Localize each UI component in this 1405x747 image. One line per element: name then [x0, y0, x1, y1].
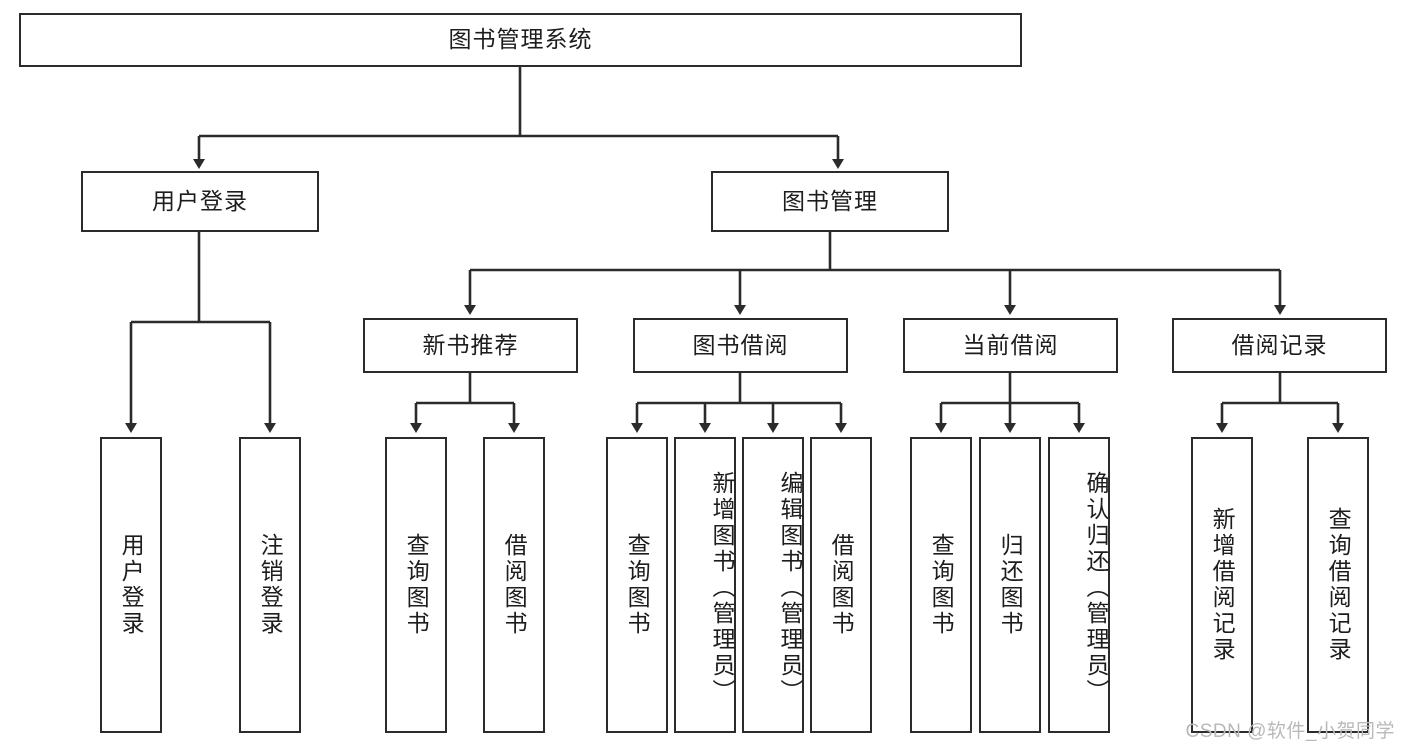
node-book-borrow[interactable]: 图书借阅 [633, 318, 848, 373]
node-current-borrow[interactable]: 当前借阅 [903, 318, 1118, 373]
node-new-book-recommend-label: 新书推荐 [422, 331, 519, 358]
node-current-borrow-label: 当前借阅 [962, 331, 1059, 358]
node-leaf-user-login-label: 用户登录 [118, 533, 145, 637]
node-leaf-borrow-book-2[interactable]: 借阅图书 [810, 437, 872, 733]
node-book-borrow-label: 图书借阅 [692, 331, 789, 358]
node-root-system[interactable]: 图书管理系统 [19, 13, 1022, 67]
node-leaf-query-book-2[interactable]: 查询图书 [606, 437, 668, 733]
node-book-manage[interactable]: 图书管理 [711, 171, 949, 232]
node-book-manage-label: 图书管理 [782, 187, 878, 214]
node-leaf-query-book-3-label: 查询图书 [928, 533, 955, 637]
node-leaf-edit-book-label: 编辑图书（管理员） [777, 471, 803, 705]
node-leaf-add-book-label: 新增图书（管理员） [709, 471, 735, 705]
node-leaf-confirm-return[interactable]: 确认归还（管理员） [1048, 437, 1110, 733]
node-leaf-add-record-label: 新增借阅记录 [1209, 507, 1236, 663]
node-user-login-label: 用户登录 [152, 187, 248, 214]
node-leaf-query-book-1[interactable]: 查询图书 [385, 437, 447, 733]
node-leaf-add-record[interactable]: 新增借阅记录 [1191, 437, 1253, 733]
node-leaf-query-book-1-label: 查询图书 [403, 533, 430, 637]
node-leaf-query-record-label: 查询借阅记录 [1325, 507, 1352, 663]
node-borrow-record-label: 借阅记录 [1231, 331, 1328, 358]
node-leaf-logout-login-label: 注销登录 [257, 533, 284, 637]
node-leaf-add-book[interactable]: 新增图书（管理员） [674, 437, 736, 733]
node-root-system-label: 图书管理系统 [448, 26, 593, 53]
node-leaf-borrow-book-2-label: 借阅图书 [828, 533, 855, 637]
node-leaf-query-record[interactable]: 查询借阅记录 [1307, 437, 1369, 733]
node-user-login[interactable]: 用户登录 [81, 171, 319, 232]
node-leaf-return-book[interactable]: 归还图书 [979, 437, 1041, 733]
node-leaf-edit-book[interactable]: 编辑图书（管理员） [742, 437, 804, 733]
node-leaf-borrow-book-1-label: 借阅图书 [501, 533, 528, 637]
node-leaf-user-login[interactable]: 用户登录 [100, 437, 162, 733]
node-leaf-query-book-2-label: 查询图书 [624, 533, 651, 637]
node-new-book-recommend[interactable]: 新书推荐 [363, 318, 578, 373]
node-borrow-record[interactable]: 借阅记录 [1172, 318, 1387, 373]
node-leaf-return-book-label: 归还图书 [997, 533, 1024, 637]
node-leaf-borrow-book-1[interactable]: 借阅图书 [483, 437, 545, 733]
node-leaf-logout-login[interactable]: 注销登录 [239, 437, 301, 733]
node-leaf-query-book-3[interactable]: 查询图书 [910, 437, 972, 733]
node-leaf-confirm-return-label: 确认归还（管理员） [1083, 471, 1109, 705]
